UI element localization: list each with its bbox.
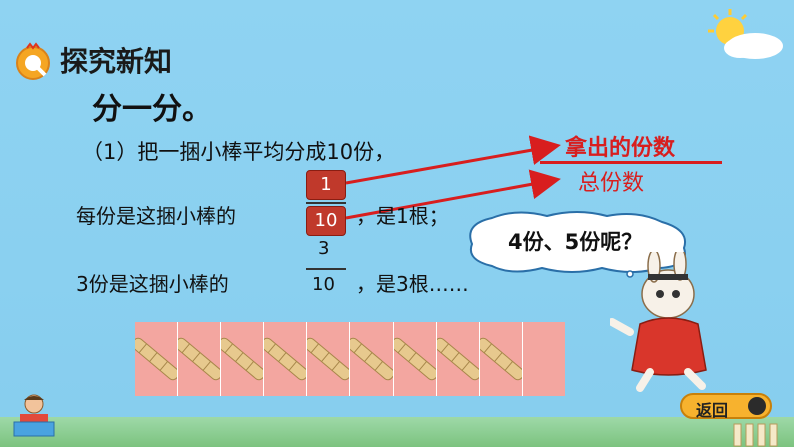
- denominator-label: 总份数: [578, 171, 645, 196]
- child-reading-icon: [13, 394, 55, 437]
- stick-icon: [476, 337, 525, 381]
- row2-numerator: 3: [318, 238, 330, 259]
- strip-cell: [131, 322, 180, 396]
- denominator-box: 10: [306, 206, 346, 236]
- row2-result: ，是3根……: [356, 272, 469, 296]
- stick-icon: [303, 337, 352, 381]
- row1-result: ，是1根；: [356, 204, 449, 228]
- stick-icon: [131, 337, 180, 381]
- strip-cell: [303, 322, 352, 396]
- strip-cell: [347, 322, 396, 396]
- strip-cell: [260, 322, 309, 396]
- problem-statement: （1）把一捆小棒平均分成10份，: [82, 140, 396, 164]
- return-arrow-icon: [748, 397, 766, 415]
- strip-cell: [476, 322, 525, 396]
- strip-cell: [174, 322, 223, 396]
- page-heading: 分一分。: [92, 92, 212, 127]
- sun-cloud-icon: [708, 9, 783, 59]
- stick-icon: [390, 337, 439, 381]
- fence-icon: [733, 423, 778, 447]
- row2-denominator: 10: [312, 274, 335, 295]
- stick-icon: [260, 337, 309, 381]
- fraction-bar-1: [306, 202, 346, 204]
- fraction-bar-2: [306, 268, 346, 270]
- return-label: 返回: [696, 401, 729, 420]
- rabbit-mascot-icon: [610, 252, 707, 392]
- strip-cell: [522, 322, 565, 396]
- strip-cell: [390, 322, 439, 396]
- logo-badge-icon: [16, 42, 50, 80]
- numerator-label: 拿出的份数: [565, 136, 676, 161]
- fraction-bar-legend: [540, 161, 722, 164]
- return-button[interactable]: 返回: [680, 393, 772, 420]
- stick-icon: [433, 337, 482, 381]
- numerator-box: 1: [306, 170, 346, 200]
- row1-text: 每份是这捆小棒的: [76, 204, 236, 228]
- section-title: 探究新知: [60, 45, 173, 78]
- bubble-text: 4份、5份呢？: [508, 230, 643, 254]
- ground-decoration: [0, 417, 794, 447]
- stick-icon: [217, 337, 266, 381]
- stick-icon: [347, 337, 396, 381]
- stick-icon: [174, 337, 223, 381]
- row2-text: 3份是这捆小棒的: [76, 272, 229, 296]
- strip-cell: [217, 322, 266, 396]
- stick-strip: [131, 322, 565, 396]
- strip-cell: [433, 322, 482, 396]
